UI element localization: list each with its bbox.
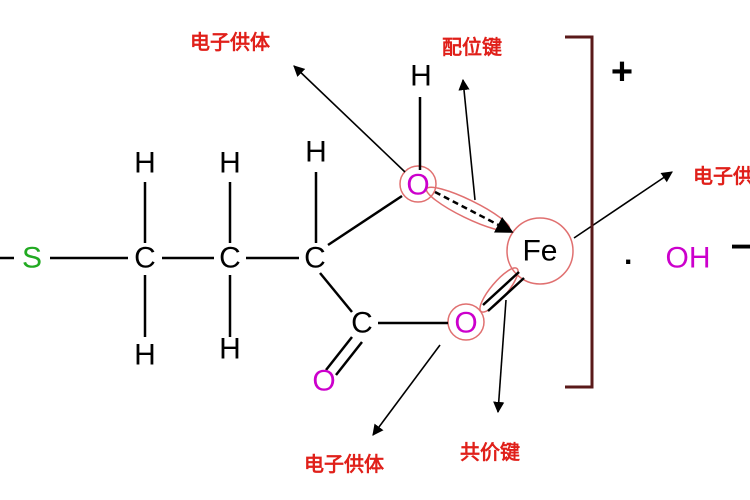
complex-plus-charge: + bbox=[611, 51, 633, 93]
atom-h-hydroxyl: H bbox=[410, 60, 432, 93]
arrow-covalent-bond bbox=[493, 299, 507, 414]
atom-h-c2-bottom: H bbox=[219, 333, 241, 366]
complex-bracket bbox=[565, 35, 594, 389]
bond-fe-o-covalent-b bbox=[487, 277, 525, 312]
atom-c1: C bbox=[134, 242, 156, 275]
bond-c4-o-carbonyl-b bbox=[335, 341, 363, 376]
label-coordinate-bond: 配位键 bbox=[442, 35, 502, 59]
o-hydroxyl-highlight-ring bbox=[399, 165, 437, 203]
atom-o-carbonyl: O bbox=[312, 365, 335, 398]
label-covalent-bond: 共价键 bbox=[460, 440, 520, 464]
hydroxide-minus-charge: − bbox=[730, 226, 750, 267]
annotation-labels: 电子供体 配位键 电子供 电子供体 共价键 bbox=[190, 30, 750, 476]
arrow-electron-donor-top bbox=[293, 65, 406, 173]
fe-highlight-ring bbox=[506, 217, 574, 285]
label-electron-donor-right: 电子供 bbox=[693, 164, 750, 188]
label-electron-donor-bottom: 电子供体 bbox=[304, 452, 385, 476]
atom-c4: C bbox=[351, 307, 373, 340]
atom-s: S bbox=[22, 242, 42, 275]
bond-fe-o-covalent-a bbox=[482, 271, 520, 306]
coordinate-bond-highlight bbox=[425, 186, 511, 232]
arrow-electron-donor-bottom bbox=[372, 344, 441, 436]
middle-dot: · bbox=[624, 246, 634, 279]
atoms: S C C C C H H H H H H O O O Fe OH bbox=[22, 60, 711, 398]
bond-c3-c4 bbox=[319, 272, 353, 313]
atom-h-c1-top: H bbox=[134, 147, 156, 180]
bond-c3-o-hydroxyl bbox=[327, 194, 403, 247]
annotation-arrows bbox=[293, 65, 673, 436]
atom-o-carboxylate: O bbox=[454, 307, 477, 340]
coordinate-bond-dashed bbox=[434, 190, 514, 234]
bond-c4-o-carbonyl-a bbox=[325, 336, 353, 371]
atom-fe: Fe bbox=[522, 235, 557, 268]
atom-o-hydroxyl: O bbox=[406, 169, 429, 202]
hydroxide-oh: OH bbox=[666, 242, 711, 275]
arrow-coordinate-bond bbox=[458, 78, 476, 201]
atom-h-c1-bottom: H bbox=[134, 339, 156, 372]
molecule-bonds bbox=[0, 97, 525, 376]
label-electron-donor-top: 电子供体 bbox=[190, 30, 271, 54]
atom-c2: C bbox=[219, 242, 241, 275]
atom-h-c3-top: H bbox=[305, 136, 327, 169]
arrow-electron-donor-right bbox=[573, 171, 673, 239]
atom-h-c2-top: H bbox=[219, 147, 241, 180]
atom-c3: C bbox=[304, 242, 326, 275]
